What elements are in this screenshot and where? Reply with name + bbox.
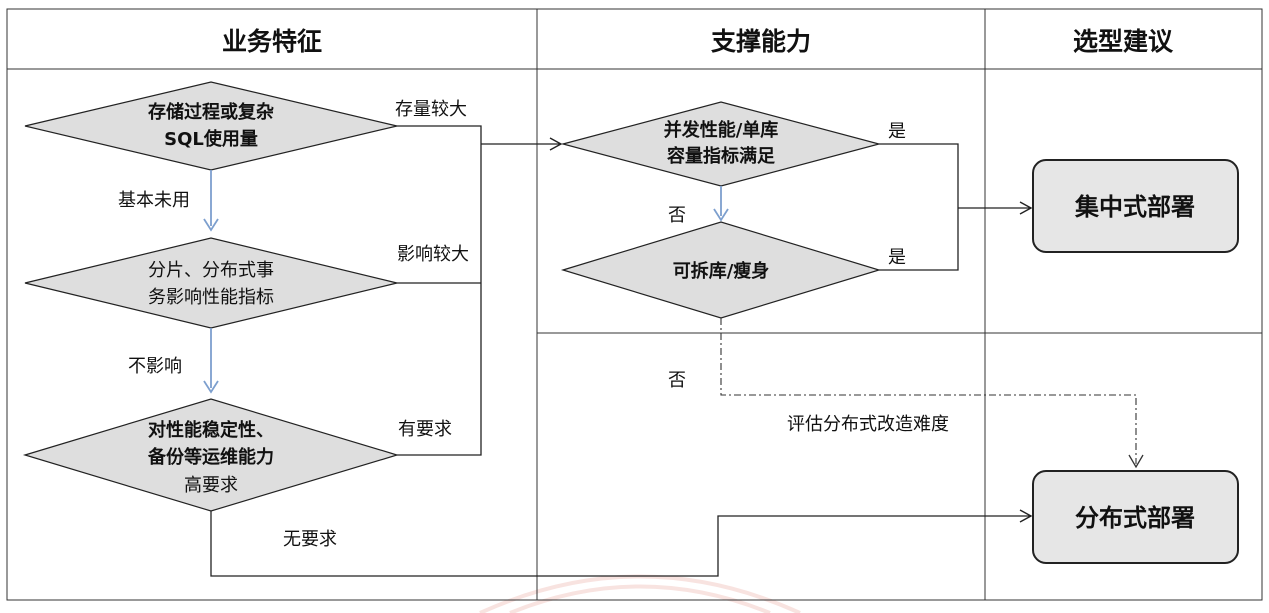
header-business-features: 业务特征 (222, 27, 322, 56)
label-no-1: 否 (668, 205, 686, 226)
no-requirement-connector (210, 509, 1033, 577)
evaluate-dashed-connector (720, 318, 1137, 464)
decision-split-slim-line1: 可拆库/瘦身 (673, 260, 770, 282)
label-yes-1: 是 (888, 121, 906, 142)
decision-ops-requirements-line1: 对性能稳定性、 (148, 419, 274, 441)
decision-sharding-impact-line2: 务影响性能指标 (148, 287, 274, 308)
label-large-impact: 影响较大 (397, 244, 469, 265)
result-distributed-box (1032, 470, 1239, 564)
swimlane-grid (6, 8, 1263, 601)
watermark-seal (479, 574, 801, 613)
decision-ops-requirements-line3: 高要求 (184, 475, 238, 496)
label-no-2: 否 (668, 370, 686, 391)
down-arrows (203, 170, 729, 394)
merge-connectors (397, 125, 563, 456)
evaluate-arrowhead (1128, 454, 1144, 469)
label-required: 有要求 (398, 419, 452, 440)
label-large-volume: 存量较大 (395, 99, 467, 120)
header-support-capability: 支撑能力 (711, 27, 811, 56)
result-distributed-label: 分布式部署 (1075, 504, 1195, 532)
decision-sql-usage-line2: SQL使用量 (164, 128, 258, 150)
yes-connectors (879, 143, 1033, 271)
decision-concurrency-capacity (560, 101, 882, 187)
decision-sharding-impact-line1: 分片、分布式事 (148, 260, 274, 281)
result-centralized-label: 集中式部署 (1074, 193, 1195, 221)
decision-ops-requirements-line2: 备份等运维能力 (147, 446, 274, 468)
decision-concurrency-capacity-line2: 容量指标满足 (667, 145, 775, 167)
header-selection-advice: 选型建议 (1073, 27, 1174, 56)
decision-sharding-impact (24, 237, 398, 329)
decision-sql-usage (24, 81, 398, 171)
label-basically-unused: 基本未用 (118, 190, 190, 211)
label-no-impact: 不影响 (128, 356, 182, 377)
label-not-required: 无要求 (283, 529, 337, 550)
result-centralized-box (1032, 159, 1239, 253)
label-yes-2: 是 (888, 247, 906, 268)
label-evaluate-distributed: 评估分布式改造难度 (787, 414, 949, 435)
decision-sql-usage-line1: 存储过程或复杂 (148, 101, 274, 123)
decision-concurrency-capacity-line1: 并发性能/单库 (664, 119, 779, 141)
